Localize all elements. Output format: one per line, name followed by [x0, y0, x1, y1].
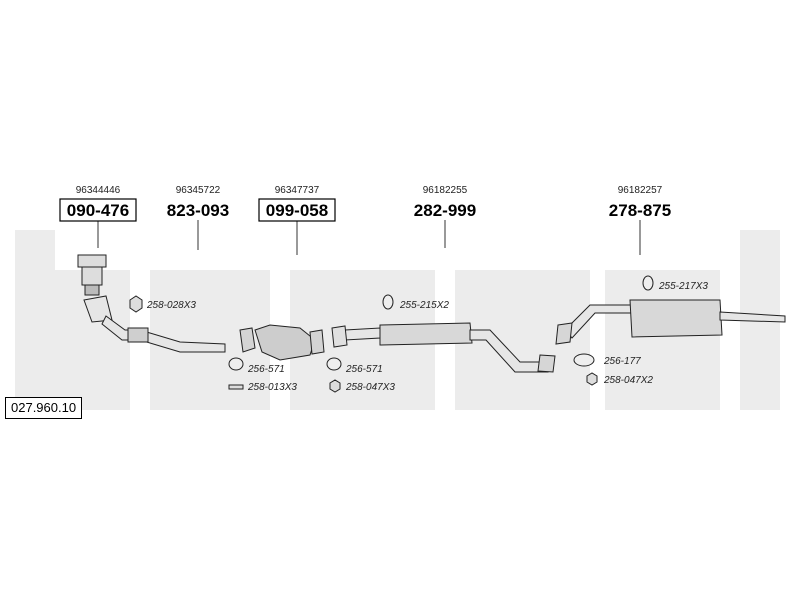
accessory-code: 256-177 — [603, 356, 641, 367]
oe-number: 96182255 — [423, 185, 468, 196]
rubber-hanger-icon — [642, 275, 654, 291]
gasket-icon — [573, 353, 595, 367]
oe-number: 96182257 — [618, 185, 663, 196]
part-282-999-drawing — [331, 322, 556, 373]
part-number[interactable]: 099-058 — [266, 201, 328, 220]
oe-number: 96344446 — [76, 185, 121, 196]
accessory-code: 256-571 — [247, 364, 285, 375]
rubber-hanger-icon — [382, 294, 394, 310]
nut-icon — [329, 379, 341, 393]
part-number-box — [258, 198, 336, 222]
oe-number: 96345722 — [176, 185, 221, 196]
nut-icon — [586, 372, 598, 386]
part-278-875-drawing — [555, 299, 786, 345]
accessory-code: 255-215X2 — [399, 300, 449, 311]
nut-icon — [129, 295, 143, 313]
gasket-icon — [326, 357, 342, 371]
part-823-093-drawing — [239, 324, 325, 361]
accessory-code: 255-217X3 — [658, 281, 708, 292]
diagram-number: 027.960.10 — [5, 397, 83, 419]
part-090-476-drawing — [77, 254, 226, 353]
part-number-box — [59, 198, 137, 222]
part-number[interactable]: 278-875 — [609, 201, 671, 220]
accessory-code: 258-047X3 — [345, 382, 395, 393]
oe-number: 96347737 — [275, 185, 320, 196]
accessory-code: 258-013X3 — [247, 382, 297, 393]
part-number[interactable]: 282-999 — [414, 201, 476, 220]
part-number[interactable]: 090-476 — [67, 201, 129, 220]
accessory-code: 258-028X3 — [146, 300, 196, 311]
part-number[interactable]: 823-093 — [167, 201, 229, 220]
bolt-icon — [228, 384, 244, 390]
accessory-code: 256-571 — [345, 364, 383, 375]
gasket-icon — [228, 357, 244, 371]
accessory-code: 258-047X2 — [603, 375, 653, 386]
